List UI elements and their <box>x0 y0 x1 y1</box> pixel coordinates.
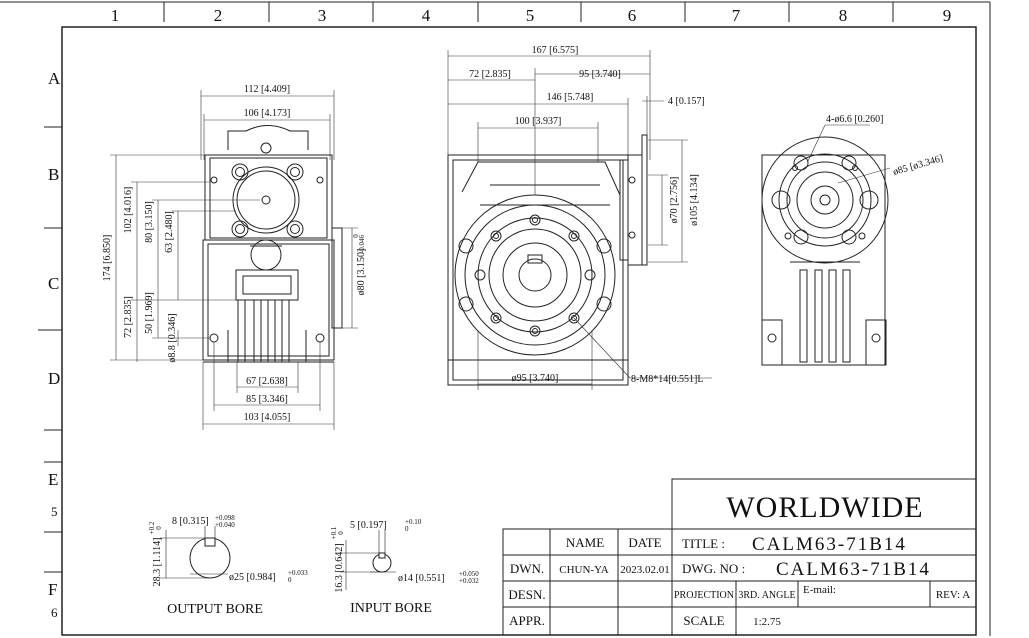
dimension-label: 8 [0.315] <box>172 516 209 527</box>
dimension-label: 72 [2.835] <box>469 69 511 80</box>
front-view-dimension-labels: 112 [4.409] 106 [4.173] 174 [6.850] 102 … <box>102 84 367 423</box>
row-labels: A B C D E 5 F 6 <box>48 69 61 620</box>
projection-value: 3RD. ANGLE <box>738 590 795 601</box>
front-view-dimensions <box>110 90 358 430</box>
output-bore-title: OUTPUT BORE <box>167 602 263 617</box>
input-bore-labels: 5 [0.197] +0.10 0 16.3 [0.642] +0.1 0 ø1… <box>330 518 479 616</box>
side-view <box>447 134 648 386</box>
dimension-label: 85 [3.346] <box>246 394 288 405</box>
column-label: 5 <box>526 6 535 25</box>
dwn-label: DWN. <box>510 561 544 576</box>
row-label: C <box>48 274 59 293</box>
header-name: NAME <box>566 535 604 550</box>
email-label: E-mail: <box>803 584 836 596</box>
dimension-label: ø70 [2.756] <box>669 177 680 224</box>
tolerance-lower: 0 <box>288 576 292 584</box>
dwg-value: CALM63-71B14 <box>776 559 931 580</box>
dimension-label: 50 [1.969] <box>144 292 155 334</box>
tolerance-upper: +0.050 <box>459 570 479 578</box>
company-name: WORLDWIDE <box>726 491 923 524</box>
title-block-text: WORLDWIDE NAME DATE DWN. CHUN-YA 2023.02… <box>508 491 970 628</box>
dimension-label: ø80 [3.150] <box>356 249 367 296</box>
column-label: 2 <box>214 6 223 25</box>
dimension-label: 5 [0.197] <box>350 520 387 531</box>
dimension-label: 4-ø6.6 [0.260] <box>826 114 884 125</box>
input-bore-detail <box>340 530 396 590</box>
dimension-label: ø105 [4.134] <box>689 174 700 226</box>
tolerance-upper: +0.2 <box>148 521 156 534</box>
dwn-date: 2023.02.01 <box>620 564 670 576</box>
dimension-label: 100 [3.937] <box>515 116 562 127</box>
tolerance-lower: 0 <box>405 525 409 533</box>
dimension-label: 4 [0.157] <box>668 96 705 107</box>
tolerance-upper: 0 <box>352 234 360 238</box>
right-view <box>761 136 889 366</box>
title-block <box>502 478 977 636</box>
right-view-dimensions <box>807 124 891 184</box>
dwn-name: CHUN-YA <box>559 564 609 576</box>
scale-value: 1:2.75 <box>753 616 781 628</box>
tolerance-upper: +0.033 <box>288 569 308 577</box>
dimension-label: ø14 [0.551] <box>398 573 445 584</box>
dimension-label: 95 [3.740] <box>579 69 621 80</box>
dimension-label: 67 [2.638] <box>246 376 288 387</box>
column-label: 3 <box>318 6 327 25</box>
header-date: DATE <box>628 535 661 550</box>
dimension-label: ø8.8 [0.346] <box>167 313 178 362</box>
tolerance-lower: 0 <box>155 526 163 530</box>
side-view-dimension-labels: 167 [6.575] 72 [2.835] 95 [3.740] 146 [5… <box>469 45 705 385</box>
column-label: 1 <box>111 6 120 25</box>
dimension-label: ø25 [0.984] <box>229 572 276 583</box>
tolerance-upper: +0.098 <box>215 514 235 522</box>
tolerance-lower: +0.040 <box>215 521 235 529</box>
dimension-label: 106 [4.173] <box>244 108 291 119</box>
row-label: D <box>48 369 60 388</box>
side-view-dimensions <box>447 50 712 390</box>
row-label: A <box>48 69 61 88</box>
scale-label: SCALE <box>683 613 724 628</box>
column-labels: 1 2 3 4 5 6 7 8 9 <box>111 6 952 25</box>
title-value: CALM63-71B14 <box>752 534 907 555</box>
revision: REV: A <box>936 589 970 601</box>
dimension-label: ø85 [ø3.346] <box>892 153 945 178</box>
dimension-label: 80 [3.150] <box>144 201 155 243</box>
dwg-label: DWG. NO : <box>682 561 745 576</box>
dimension-label: 8-M8*14[0.551]L <box>631 374 704 385</box>
dimension-label: 146 [5.748] <box>547 92 594 103</box>
desn-label: DESN. <box>508 587 545 602</box>
column-label: 7 <box>732 6 741 25</box>
input-bore-title: INPUT BORE <box>350 601 432 616</box>
dimension-label: 28.3 [1.114] <box>152 538 163 587</box>
tolerance-upper: +0.10 <box>405 518 422 526</box>
front-view <box>202 125 343 363</box>
tolerance-upper: +0.1 <box>330 526 338 539</box>
tolerance-lower: 0 <box>337 531 345 535</box>
column-label: 8 <box>839 6 848 25</box>
tolerance-lower: -0.046 <box>358 234 366 253</box>
column-label: 4 <box>422 6 431 25</box>
dimension-label: 103 [4.055] <box>244 412 291 423</box>
dimension-label: 63 [2.480] <box>164 211 175 253</box>
output-bore-labels: 8 [0.315] +0.098 +0.040 28.3 [1.114] +0.… <box>148 514 308 617</box>
row-label: E <box>48 470 58 489</box>
column-label: 6 <box>628 6 637 25</box>
appr-label: APPR. <box>509 613 545 628</box>
row-label: B <box>48 165 59 184</box>
dimension-label: 174 [6.850] <box>102 235 113 282</box>
dimension-label: 72 [2.835] <box>123 296 134 338</box>
title-label: TITLE : <box>682 536 725 551</box>
dimension-label: 102 [4.016] <box>123 187 134 234</box>
column-label: 9 <box>943 6 952 25</box>
output-bore-detail <box>160 526 231 579</box>
tolerance-lower: +0.032 <box>459 577 479 585</box>
projection-label: PROJECTION <box>674 590 734 601</box>
dimension-label: ø95 [3.740] <box>512 373 559 384</box>
row-label: F <box>48 580 57 599</box>
row-label: 6 <box>51 605 58 620</box>
row-label: 5 <box>51 504 58 519</box>
dimension-label: 112 [4.409] <box>244 84 290 95</box>
dimension-label: 167 [6.575] <box>532 45 579 56</box>
dimension-label: 16.3 [0.642] <box>334 543 345 592</box>
